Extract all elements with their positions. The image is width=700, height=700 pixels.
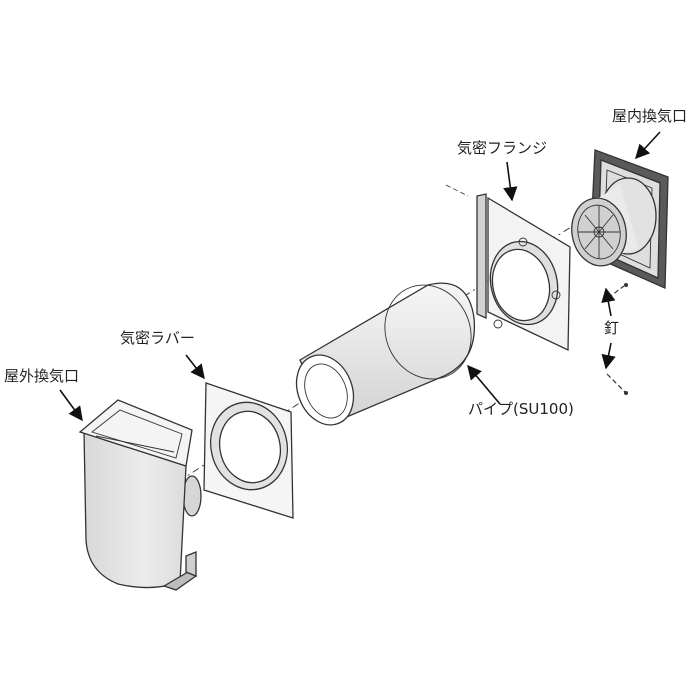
label-nail: 釘 (604, 319, 620, 337)
airtight-flange-part (476, 193, 571, 352)
airtight-rubber-part (203, 382, 294, 519)
nails-part (606, 283, 628, 395)
arrow-pipe (467, 364, 501, 405)
arrow-airtight-flange (503, 161, 518, 202)
pipe-part (295, 282, 476, 426)
arrow-nail-upper (601, 287, 616, 317)
arrow-nail-lower (601, 342, 616, 370)
label-airtight-flange: 気密フランジ (457, 139, 548, 157)
label-airtight-rubber: 気密ラバー (120, 329, 195, 347)
leader-arrows (59, 131, 661, 422)
outdoor-vent-part (78, 399, 202, 591)
indoor-vent-part (571, 149, 669, 289)
label-pipe: パイプ(SU100) (468, 400, 574, 418)
arrow-outdoor-vent (59, 389, 83, 422)
label-outdoor-vent: 屋外換気口 (4, 367, 80, 385)
label-indoor-vent: 屋内換気口 (612, 107, 688, 125)
arrow-airtight-rubber (185, 354, 205, 380)
arrow-indoor-vent (635, 131, 661, 160)
